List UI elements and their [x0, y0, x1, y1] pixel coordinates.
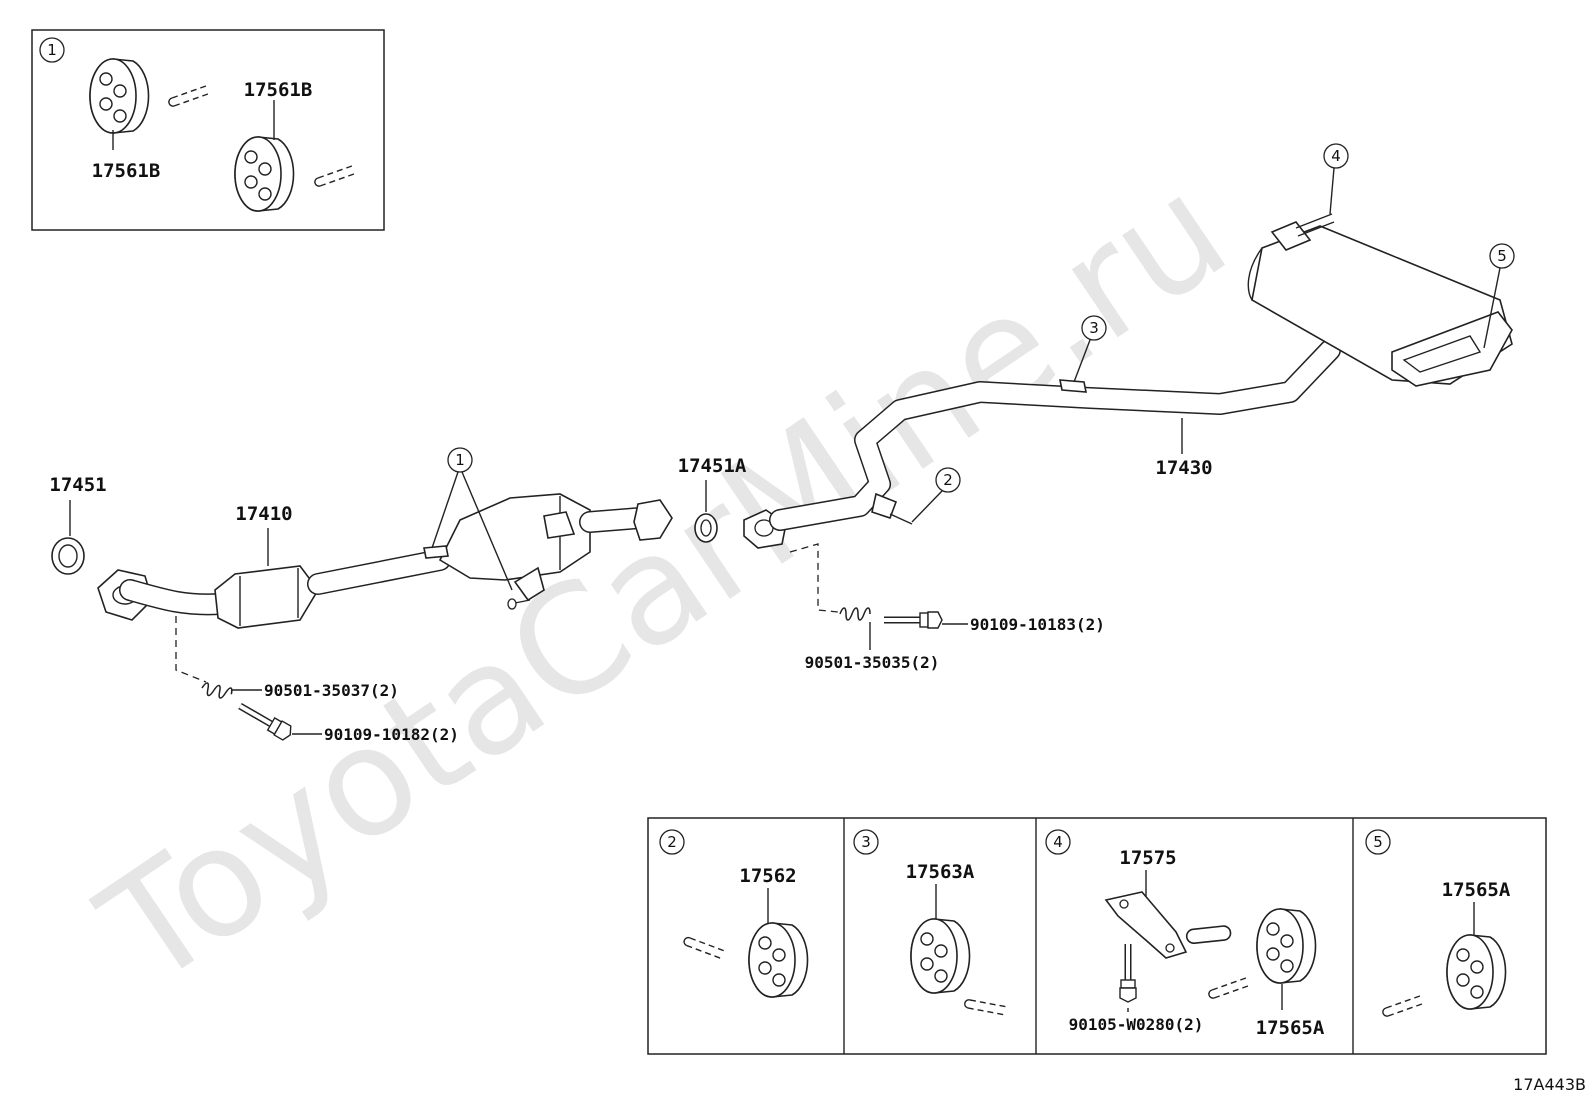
pin-17563a: [962, 987, 1008, 1026]
inset-2: 2 17562: [659, 829, 809, 998]
spring-90501-35037: [200, 681, 234, 701]
hanger-17561b-a: [89, 58, 150, 134]
callout-4: [1323, 143, 1349, 169]
bolt-90109-10183: [884, 612, 942, 628]
inset-3-callout: [853, 829, 879, 855]
label-90109-10183: 90109-10183(2): [970, 615, 1105, 634]
inset-4-label-hanger: 17565A: [1256, 1017, 1325, 1039]
inset-3-label: 17563A: [906, 861, 975, 883]
hanger-17565a-inset4: [1256, 908, 1317, 984]
inset-2-callout-number: 2: [667, 833, 677, 851]
callout-3: [1081, 315, 1107, 341]
inset-2-callout: [659, 829, 685, 855]
inset-5: 5 17565A: [1365, 829, 1511, 1017]
tail-pipe-17430: 17430 2 3 4 5: [743, 143, 1515, 549]
hanger-17565a-inset5: [1446, 934, 1507, 1010]
callout-4-number: 4: [1331, 147, 1341, 165]
inset-4-label-bolt: 90105-W0280(2): [1069, 1015, 1204, 1034]
callout-1: [447, 447, 473, 473]
inset-4-callout-number: 4: [1053, 833, 1063, 851]
inset-1-label-b: 17561B: [244, 79, 313, 101]
inset-1-label-a: 17561B: [92, 160, 161, 182]
callout-5-number: 5: [1497, 247, 1507, 265]
front-pipe-17410: 17410 1: [97, 447, 673, 629]
insets-bottom: 2 17562 3 17563A 4 17575 90: [647, 817, 1547, 1055]
bolt-90105-w0280: [1120, 944, 1136, 1002]
inset-5-callout-number: 5: [1373, 833, 1383, 851]
hanger-17562: [748, 922, 809, 998]
callout-2: [935, 467, 961, 493]
label-17430: 17430: [1155, 457, 1212, 479]
pin-17565a-inset5: [1382, 995, 1423, 1017]
pin-17561b-a: [168, 85, 209, 107]
front-hardware: 90501-35037(2) 90109-10182(2): [175, 616, 459, 744]
inset-1-callout-number: 1: [47, 41, 57, 59]
inset-2-label: 17562: [739, 865, 796, 887]
bracket-17575: [1104, 891, 1188, 959]
inset-5-callout: [1365, 829, 1391, 855]
diagram-code: 17A443B: [1513, 1075, 1586, 1094]
inset-1-callout: [39, 37, 65, 63]
hanger-17561b-b: [234, 136, 295, 212]
label-90501-35037: 90501-35037(2): [264, 681, 399, 700]
inset-4-callout: [1045, 829, 1071, 855]
label-17451a: 17451A: [678, 455, 747, 477]
callout-5: [1489, 243, 1515, 269]
gasket-17451a: 17451A: [678, 455, 747, 543]
inset-3: 3 17563A: [853, 829, 1008, 1026]
pin-17565a-inset4: [1208, 977, 1249, 999]
label-90501-35035: 90501-35035(2): [805, 653, 940, 672]
callout-1-number: 1: [455, 451, 465, 469]
label-90109-10182: 90109-10182(2): [324, 725, 459, 744]
inset-5-label: 17565A: [1442, 879, 1511, 901]
bolt-90109-10182: [236, 699, 294, 742]
hanger-17563a: [910, 918, 971, 994]
pin-17562: [681, 926, 726, 969]
inset-1-frame: [31, 29, 385, 231]
spring-90501-35035: [839, 607, 871, 621]
callout-2-number: 2: [943, 471, 953, 489]
mid-hardware: 90501-35035(2) 90109-10183(2): [789, 543, 1105, 672]
inset-3-callout-number: 3: [861, 833, 871, 851]
pin-17561b-b: [314, 165, 355, 187]
inset-4: 4 17575 90105-W0280(2) 17565A: [1045, 829, 1325, 1039]
insets-bottom-frame: [647, 817, 1547, 1055]
gasket-17451: 17451: [49, 474, 107, 575]
inset-4-label-bracket: 17575: [1119, 847, 1176, 869]
callout-3-number: 3: [1089, 319, 1099, 337]
inset-1: 1 17561B 17561B: [31, 29, 385, 231]
label-17451: 17451: [49, 474, 106, 496]
label-17410: 17410: [235, 503, 292, 525]
